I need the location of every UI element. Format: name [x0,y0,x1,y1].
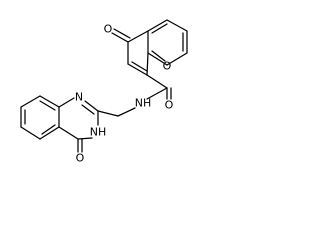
bond [147,52,168,66]
molecule-canvas: O O O NH N NH O [20,19,188,165]
quinazoline-carbonyl-oxygen-label: O [76,152,85,165]
bond [113,28,131,39]
bond [146,52,149,76]
bond [117,107,136,117]
bond [81,104,95,115]
bond [111,32,129,43]
bond [146,74,168,89]
bond [166,52,188,66]
bond [147,19,168,32]
bond [127,30,149,43]
bond [84,100,99,112]
bond [20,95,41,108]
bond [77,137,93,140]
bond [146,87,168,100]
bond [131,61,148,72]
bond [20,126,41,140]
bond [166,19,188,32]
bond [58,126,79,140]
chromone-ring-oxygen-label: O [163,60,172,73]
bond [151,23,168,34]
bond [97,110,119,117]
bond [39,95,60,108]
bond [127,63,148,76]
amide-nh-label: NH [135,97,152,110]
chromone-carbonyl-oxygen-label: O [104,23,113,36]
bond [41,124,56,135]
amide-oxygen-label: O [165,99,174,112]
bond [39,100,56,111]
structure-diagram: O O O NH N NH O [20,19,188,165]
quinazoline-nh-label: NH [90,126,107,139]
bond [151,50,166,62]
bond [39,126,60,140]
bond [58,97,75,108]
quinazoline-n1-label: N [75,91,83,104]
